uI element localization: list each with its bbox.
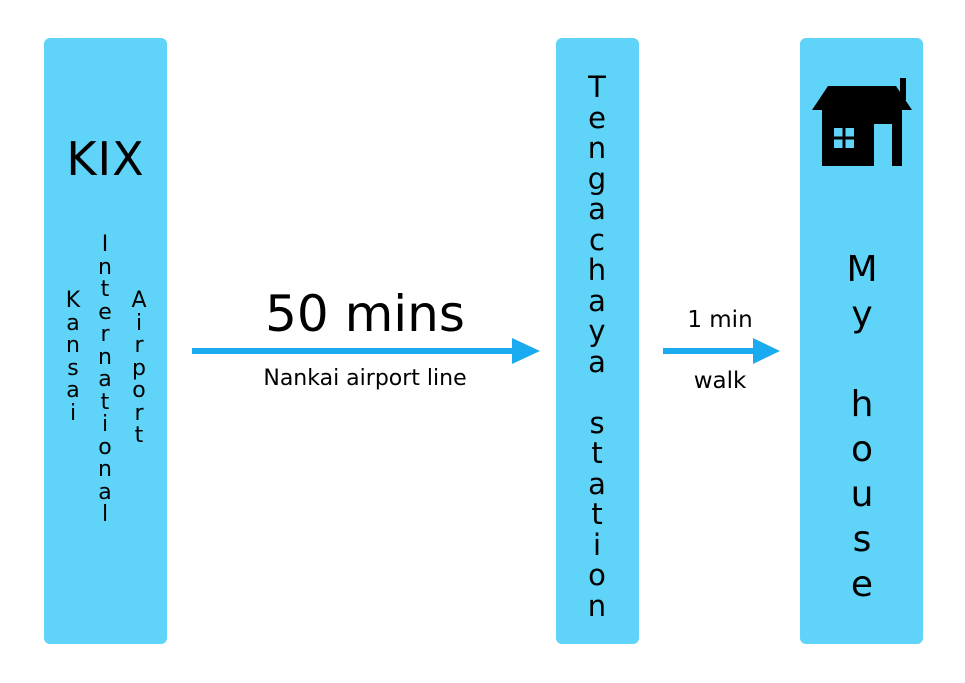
letter: a — [66, 378, 80, 403]
letter: c — [589, 222, 605, 257]
letter: e — [98, 299, 112, 325]
letter: y — [851, 294, 873, 335]
letter: a — [588, 344, 606, 379]
letter: a — [588, 283, 606, 318]
letter: i — [592, 527, 602, 562]
letter: n — [98, 344, 112, 370]
letter: t — [100, 389, 110, 415]
letter: n — [587, 131, 607, 165]
letter: o — [98, 434, 112, 460]
letter: t — [591, 497, 603, 531]
letter: h — [850, 384, 874, 425]
arrow-right-icon — [663, 338, 780, 364]
letter: s — [67, 355, 79, 381]
letter: l — [101, 502, 109, 527]
letter: o — [132, 378, 146, 403]
letter: T — [588, 70, 606, 104]
house-icon — [812, 78, 912, 166]
letter: r — [134, 400, 144, 426]
letter: e — [850, 564, 874, 605]
letter: g — [587, 161, 607, 196]
letter: A — [131, 288, 147, 313]
letter: r — [134, 333, 144, 358]
letter: h — [587, 253, 607, 287]
letter: t — [134, 423, 144, 448]
letter: e — [588, 100, 606, 135]
letter: a — [588, 466, 606, 501]
letter: a — [66, 310, 80, 336]
letter: i — [135, 310, 143, 336]
letter: o — [850, 429, 874, 470]
kix-code: KIX — [66, 132, 145, 186]
letter: a — [588, 192, 606, 226]
letter: s — [589, 405, 605, 440]
letter: o — [588, 558, 606, 592]
letter: I — [101, 232, 109, 257]
segment1-time: 50 mins — [265, 285, 465, 343]
letter: y — [588, 314, 606, 348]
letter: p — [132, 355, 146, 381]
letter: n — [587, 588, 607, 623]
letter: n — [98, 457, 112, 482]
letter: K — [65, 288, 81, 313]
letter: r — [100, 322, 110, 347]
letter-gap — [844, 337, 880, 382]
letter: u — [850, 474, 874, 515]
arrow-right-icon — [192, 338, 540, 364]
letter: a — [98, 367, 112, 392]
letter: t — [100, 277, 110, 302]
letter: n — [66, 333, 80, 358]
letter: i — [69, 400, 77, 426]
kix-pillar: KIX — [44, 38, 167, 644]
letter: a — [98, 479, 112, 505]
segment1-route: Nankai airport line — [263, 366, 467, 391]
letter-gap — [582, 377, 612, 408]
letter: n — [98, 254, 112, 280]
station-pillar — [556, 38, 639, 644]
letter: s — [852, 519, 872, 560]
letter: M — [846, 249, 878, 290]
segment2-time: 1 min — [687, 307, 753, 333]
segment2-route: walk — [693, 368, 747, 394]
letter: t — [591, 436, 603, 470]
letter: i — [101, 412, 109, 437]
